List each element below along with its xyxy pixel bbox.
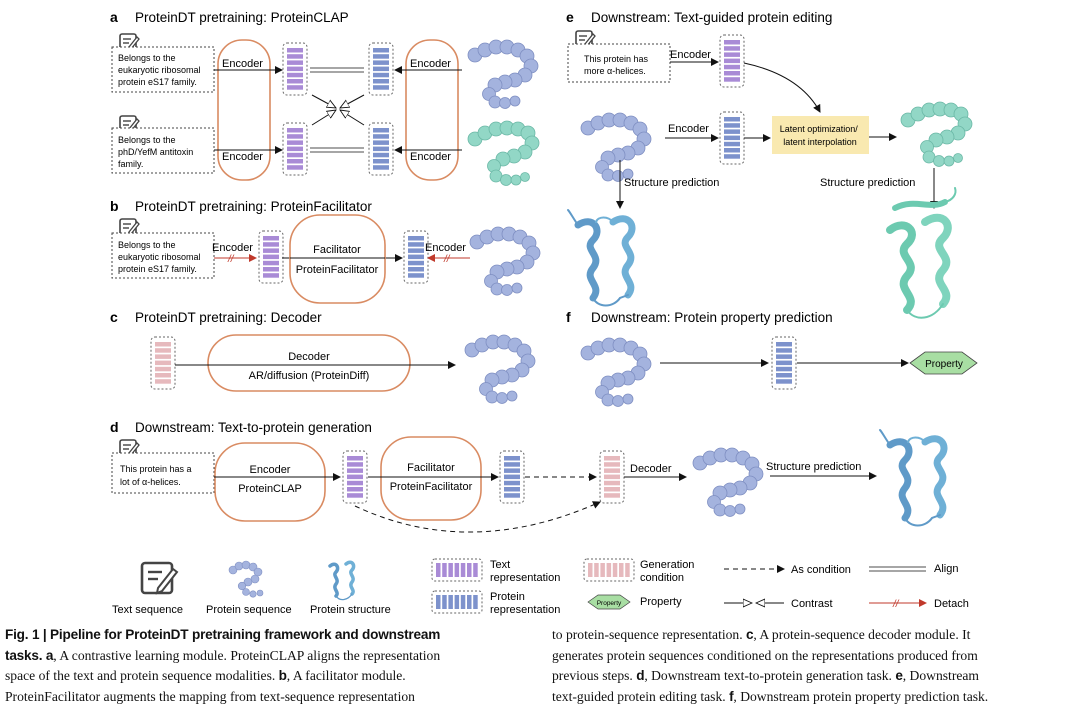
property-label: Property — [925, 359, 963, 370]
svg-text://: // — [443, 254, 451, 265]
panel-c-letter: c — [110, 309, 118, 325]
generation-condition — [150, 336, 176, 390]
text-representation — [258, 230, 284, 284]
edited-protein-sequence-e — [900, 101, 973, 167]
structure-prediction-label: Structure prediction — [820, 177, 915, 189]
condition-arrow — [354, 501, 601, 533]
legend-protein-sequence: Protein sequence — [206, 604, 292, 616]
facilitator-label: Facilitator — [407, 462, 455, 474]
property-output — [909, 351, 978, 375]
panel-a-title: ProteinDT pretraining: ProteinCLAP — [135, 10, 349, 25]
panel-c-title: ProteinDT pretraining: Decoder — [135, 310, 322, 325]
legend-as-condition: As condition — [791, 564, 851, 576]
structure-prediction-label: Structure prediction — [766, 461, 861, 473]
facilitator-module — [289, 214, 386, 304]
encoder-label: Encoder — [425, 242, 466, 254]
encoder-module-d — [214, 442, 326, 522]
caption-column-2: to protein-sequence representation. c, A… — [552, 627, 989, 704]
encoder-module-label: ProteinCLAP — [238, 483, 302, 495]
legend-protein-structure: Protein structure — [310, 604, 391, 616]
legend-detach: Detach — [934, 598, 969, 610]
text-box-d — [111, 452, 215, 494]
protein-sequence-a1 — [467, 39, 539, 109]
encoder-label: Encoder — [410, 151, 451, 163]
text-a2: Belongs to the phD/YefM antitoxin family… — [118, 135, 196, 169]
facilitator-module-label: ProteinFacilitator — [296, 264, 379, 276]
text-representation — [719, 34, 745, 88]
encoder-label: Encoder — [670, 49, 711, 61]
legend-property: Property — [640, 596, 682, 608]
protein-sequence-c — [464, 334, 536, 404]
encoder-label: Encoder — [410, 58, 451, 70]
figure-caption: Fig. 1 | Pipeline for ProteinDT pretrain… — [0, 624, 1080, 709]
svg-text://: // — [892, 599, 900, 610]
panel-d-letter: d — [110, 419, 119, 435]
legend-property-small: Property — [597, 600, 622, 607]
latent-label: Latent optimization/ latent interpolatio… — [780, 124, 861, 147]
pipeline-figure: a ProteinDT pretraining: ProteinCLAP Bel… — [110, 9, 978, 616]
decoder-label: Decoder — [288, 351, 330, 363]
text-d: This protein has a lot of α-helices. — [120, 464, 194, 487]
text-encoder-module — [217, 39, 271, 181]
decoder-module-label: AR/diffusion (ProteinDiff) — [249, 370, 370, 382]
facilitator-module-label: ProteinFacilitator — [390, 481, 473, 493]
protein-sequence-f — [580, 337, 652, 407]
text-representation — [342, 450, 368, 504]
latent-optimization-box — [772, 116, 869, 154]
legend-text-rep: Text representation — [490, 559, 560, 584]
text-representation — [282, 122, 308, 176]
protein-sequence-d — [692, 447, 764, 517]
legend-align: Align — [934, 563, 958, 575]
structure-prediction-label: Structure prediction — [624, 177, 719, 189]
protein-structure-e2 — [890, 188, 956, 318]
panel-f-title: Downstream: Protein property prediction — [591, 310, 833, 325]
caption-column-1: Fig. 1 | Pipeline for ProteinDT pretrain… — [5, 627, 441, 704]
legend-contrast: Contrast — [791, 598, 833, 610]
encoder-label: Encoder — [222, 58, 263, 70]
panel-f-letter: f — [566, 309, 571, 325]
text-box-b — [111, 232, 215, 279]
text-e: This protein has more α-helices. — [584, 54, 651, 76]
legend-text-sequence: Text sequence — [112, 604, 183, 616]
protein-representation — [719, 111, 745, 165]
panel-b-letter: b — [110, 198, 119, 214]
panel-b-title: ProteinDT pretraining: ProteinFacilitato… — [135, 199, 372, 214]
encoder-label: Encoder — [250, 464, 291, 476]
svg-text://: // — [227, 254, 235, 265]
facilitator-label: Facilitator — [313, 244, 361, 256]
protein-sequence-a2 — [467, 120, 540, 186]
legend-protein-rep: Protein representation — [490, 591, 560, 616]
legend: Text sequence Protein sequence Protein s… — [112, 558, 969, 616]
panel-a-letter: a — [110, 9, 118, 25]
protein-representation — [368, 42, 394, 96]
protein-representation — [368, 122, 394, 176]
encoder-label: Encoder — [212, 242, 253, 254]
align-arrow — [310, 67, 364, 153]
protein-structure-d — [880, 430, 944, 526]
text-box-a2 — [111, 127, 215, 174]
text-representation — [282, 42, 308, 96]
protein-sequence-e — [580, 112, 652, 182]
protein-encoder-module — [405, 39, 459, 181]
decoder-module — [207, 334, 411, 392]
protein-representation — [499, 450, 525, 504]
facilitator-module-d — [380, 436, 482, 521]
protein-structure-e1 — [568, 210, 632, 306]
text-b: Belongs to the eukaryotic ribosomal prot… — [118, 240, 203, 274]
legend-generation-condition: Generation condition — [640, 559, 698, 584]
protein-representation — [771, 336, 797, 390]
protein-sequence-b — [469, 226, 541, 296]
panel-e-title: Downstream: Text-guided protein editing — [591, 10, 832, 25]
panel-e-letter: e — [566, 9, 574, 25]
decoder-label: Decoder — [630, 463, 672, 475]
panel-d-title: Downstream: Text-to-protein generation — [135, 420, 372, 435]
encoder-label: Encoder — [668, 123, 709, 135]
encoder-label: Encoder — [222, 151, 263, 163]
text-a1: Belongs to the eukaryotic ribosomal prot… — [118, 53, 203, 87]
contrast-arrows — [311, 94, 365, 126]
text-box-e — [567, 43, 671, 83]
protein-representation — [403, 230, 429, 284]
generation-condition — [599, 450, 625, 504]
